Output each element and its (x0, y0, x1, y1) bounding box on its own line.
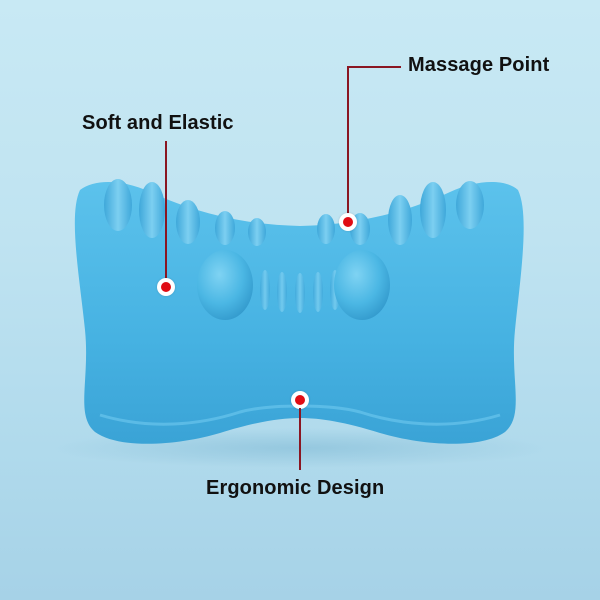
leader-line-massage-point-vertical (347, 66, 349, 221)
marker-dot-icon (291, 391, 309, 409)
callout-label-ergonomic-design: Ergonomic Design (206, 477, 385, 499)
marker-dot-icon (157, 278, 175, 296)
callout-label-massage-point: Massage Point (408, 54, 550, 76)
marker-dot-icon (339, 213, 357, 231)
leader-line-ergonomic-design (299, 408, 301, 470)
leader-line-soft-elastic (165, 141, 167, 286)
leader-line-massage-point-horizontal (347, 66, 401, 68)
callout-label-soft-elastic: Soft and Elastic (82, 112, 234, 134)
